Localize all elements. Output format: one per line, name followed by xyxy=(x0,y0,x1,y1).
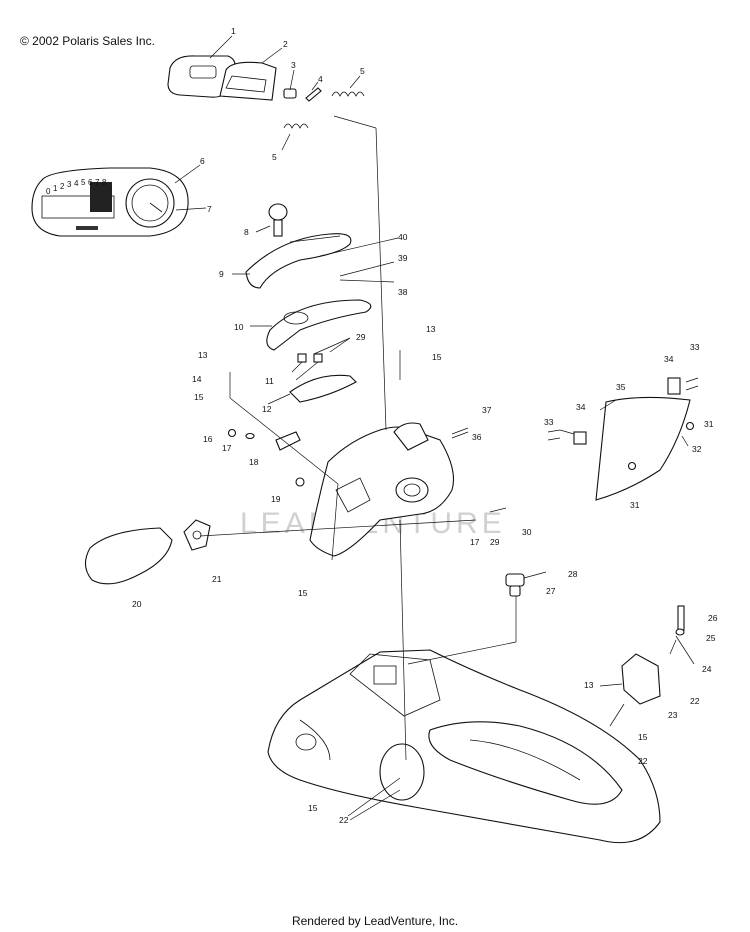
part-34-bracket-upper xyxy=(667,377,681,395)
gauge-scale-5: 5 xyxy=(81,178,86,187)
callout-30: 30 xyxy=(522,527,532,537)
callout-3: 3 xyxy=(291,60,296,70)
callout-labels: 1 2 3 4 5 5 6 7 8 9 10 11 12 13 13 13 14… xyxy=(132,26,718,825)
part-16-nut xyxy=(227,428,237,438)
gauge-scale-8: 8 xyxy=(102,178,107,187)
callout-11: 11 xyxy=(265,376,274,386)
callout-29-lower: 29 xyxy=(490,537,500,547)
callout-13-center: 13 xyxy=(426,324,436,334)
part-35-side-panel xyxy=(595,396,691,501)
callout-13-right: 13 xyxy=(584,680,594,690)
callout-22-upper: 22 xyxy=(690,696,700,706)
callout-12: 12 xyxy=(262,404,272,414)
part-2-lens xyxy=(219,61,277,101)
callout-25: 25 xyxy=(706,633,716,643)
callout-15-left: 15 xyxy=(194,392,204,402)
part-37-spring-clip xyxy=(451,427,469,439)
part-33-screws xyxy=(547,377,699,441)
footer-credit: Rendered by LeadVenture, Inc. xyxy=(291,914,459,928)
gauge-scale-6: 6 xyxy=(88,178,93,187)
part-6-instrument-cluster xyxy=(31,167,189,237)
callout-29-upper: 29 xyxy=(356,332,366,342)
part-31-nuts xyxy=(627,421,695,471)
callout-34-right: 34 xyxy=(664,354,674,364)
callout-17-left: 17 xyxy=(222,443,232,453)
callout-2: 2 xyxy=(283,39,288,49)
gauge-scale-3: 3 xyxy=(67,180,72,189)
callout-22-lower: 22 xyxy=(638,756,648,766)
callout-16: 16 xyxy=(203,434,213,444)
part-12-plate xyxy=(289,374,357,403)
callout-26: 26 xyxy=(708,613,718,623)
callout-40: 40 xyxy=(398,232,408,242)
callout-5-lower: 5 xyxy=(272,152,277,162)
part-5-spring-upper xyxy=(331,91,365,97)
part-20-mirror xyxy=(84,527,173,585)
callout-37: 37 xyxy=(482,405,492,415)
callout-33-left: 33 xyxy=(544,417,554,427)
callout-7: 7 xyxy=(207,204,212,214)
callout-15-hull: 15 xyxy=(308,803,318,813)
callout-21: 21 xyxy=(212,574,222,584)
callout-8: 8 xyxy=(244,227,249,237)
callout-17-right: 17 xyxy=(470,537,480,547)
callout-5-upper: 5 xyxy=(360,66,365,76)
part-19-screw xyxy=(295,477,305,487)
part-36-console xyxy=(309,422,455,557)
callout-4: 4 xyxy=(318,74,323,84)
part-8-knob xyxy=(268,203,288,237)
callout-10: 10 xyxy=(234,322,244,332)
callout-6: 6 xyxy=(200,156,205,166)
part-18-bracket xyxy=(275,431,301,451)
callout-22-hull: 22 xyxy=(339,815,349,825)
leader-lines xyxy=(174,35,695,821)
part-4-pin xyxy=(305,87,322,102)
gauge-scale-0: 0 xyxy=(46,187,51,196)
callout-24: 24 xyxy=(702,664,712,674)
callout-1: 1 xyxy=(231,26,236,36)
callout-9: 9 xyxy=(219,269,224,279)
gauge-scale-7: 7 xyxy=(95,178,100,187)
callout-36: 36 xyxy=(472,432,482,442)
callout-39: 39 xyxy=(398,253,408,263)
callout-32: 32 xyxy=(692,444,702,454)
callout-31-lower: 31 xyxy=(630,500,640,510)
part-17-washer xyxy=(245,432,255,440)
callout-15-right: 15 xyxy=(638,732,648,742)
part-3-clip xyxy=(283,88,297,99)
part-28-cable xyxy=(523,571,547,579)
part-26-bolt xyxy=(677,605,685,631)
callout-34-left: 34 xyxy=(576,402,586,412)
gauge-scale-1: 1 xyxy=(53,184,58,193)
callout-20: 20 xyxy=(132,599,142,609)
gauge-scale-4: 4 xyxy=(74,179,79,188)
part-5-spring-lower xyxy=(283,123,309,129)
callout-14: 14 xyxy=(192,374,202,384)
callout-28: 28 xyxy=(568,569,578,579)
callout-27: 27 xyxy=(546,586,556,596)
callout-33-right: 33 xyxy=(690,342,700,352)
part-27-switch xyxy=(505,573,525,597)
callout-18: 18 xyxy=(249,457,259,467)
callout-35: 35 xyxy=(616,382,626,392)
part-9-cover xyxy=(245,233,352,289)
gauge-scale-2: 2 xyxy=(60,182,65,191)
callout-31-upper: 31 xyxy=(704,419,714,429)
callout-19: 19 xyxy=(271,494,281,504)
part-10-lower-cover xyxy=(266,299,372,351)
callout-13-left: 13 xyxy=(198,350,208,360)
part-11-nuts xyxy=(297,353,323,363)
part-34-bracket-lower xyxy=(573,431,587,445)
part-21-mirror-mount xyxy=(183,519,211,551)
part-23-bracket xyxy=(621,653,661,705)
callout-23: 23 xyxy=(668,710,678,720)
gauge-scale: 0 1 2 3 4 5 6 7 8 xyxy=(46,178,107,196)
part-25-washer xyxy=(675,628,685,636)
callout-38: 38 xyxy=(398,287,408,297)
copyright-text: © 2002 Polaris Sales Inc. xyxy=(20,34,155,48)
callout-15-console: 15 xyxy=(298,588,308,598)
callout-15-center: 15 xyxy=(432,352,442,362)
hull xyxy=(267,649,661,844)
